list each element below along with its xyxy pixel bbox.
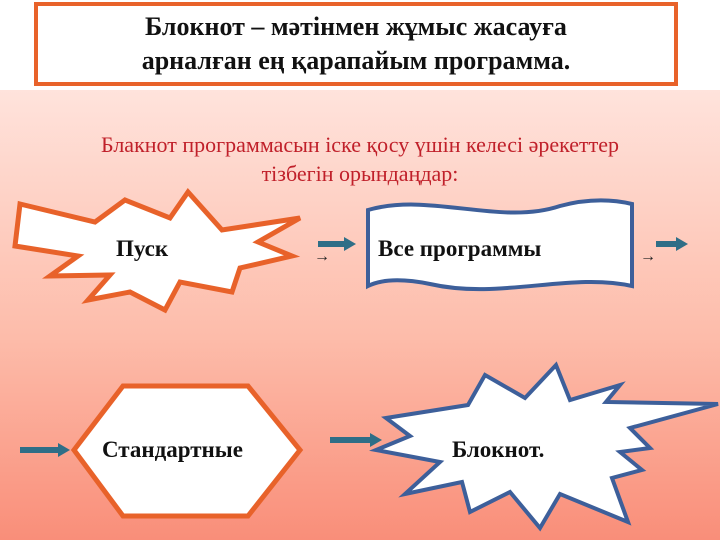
instruction-text: Блакнот программасын іске қосу үшін келе… (20, 130, 700, 188)
arrow-3-head (58, 443, 70, 457)
arrow-2-head (676, 237, 688, 251)
instruction-line-1: Блакнот программасын іске қосу үшін келе… (100, 132, 620, 157)
notepad-label: Блокнот. (452, 437, 545, 462)
notepad-burst-shape (368, 361, 719, 532)
arrow-1-symbol: → (314, 248, 330, 265)
title-line-1: Блокнот – мәтінмен жұмыс жасауға (145, 12, 567, 41)
slide-title: Блокнот – мәтінмен жұмыс жасауға арналға… (142, 10, 571, 78)
title-line-2: арналған ең қарапайым программа. (141, 46, 571, 75)
start-label: Пуск (116, 236, 169, 261)
title-box: Блокнот – мәтінмен жұмыс жасауға арналға… (34, 2, 678, 86)
start-burst-shape (12, 187, 302, 314)
standard-hexagon-shape (70, 383, 304, 519)
arrow-1-head (344, 237, 356, 251)
arrow-2-symbol: → (640, 248, 656, 265)
instruction-line-2: тізбегін орындаңдар: (261, 161, 459, 186)
all-programs-label: Все программы (378, 236, 542, 261)
arrow-4-head (370, 433, 382, 447)
all-programs-shape (366, 198, 634, 292)
standard-label: Стандартные (102, 437, 243, 462)
